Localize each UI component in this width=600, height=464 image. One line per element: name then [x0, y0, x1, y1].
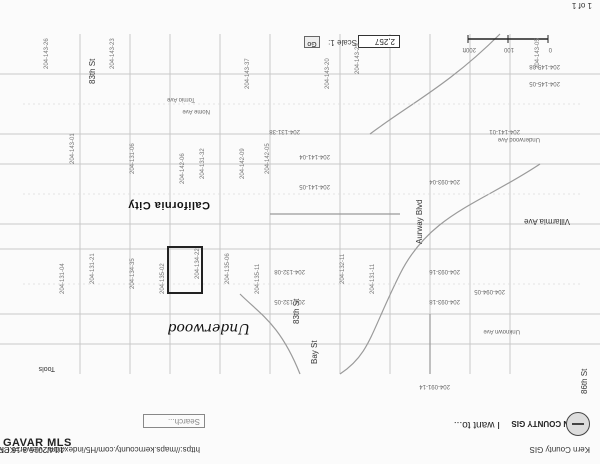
- parcel-label: 204-142-06: [180, 153, 186, 184]
- street-nome-ave: Nome Ave: [182, 108, 210, 114]
- parcel-label: 204-143-01: [70, 133, 76, 164]
- parcel-label: 204-131-38: [269, 128, 300, 134]
- street-unknown-ave: Unknown Ave: [483, 328, 520, 334]
- parcel-label: 204-135-11: [255, 263, 261, 294]
- parcel-label: 204-143-37: [245, 58, 251, 89]
- parcel-label: 204-143-23: [110, 38, 116, 69]
- parcel-label: 204-131-04: [60, 263, 66, 294]
- parcel-label: 204-141-01: [489, 128, 520, 134]
- parcel-label: 204-131-11: [370, 263, 376, 294]
- parcel-label: 204-135-02: [160, 263, 166, 294]
- subject-parcel: [167, 246, 203, 294]
- parcel-label: 204-132-08: [274, 268, 305, 274]
- street-tornio-ave: Tornio Ave: [167, 96, 195, 102]
- street-bay-st: Bay St: [310, 340, 319, 364]
- street-aurway-blvd: Aurway Blvd: [415, 199, 424, 244]
- parcel-label: 204-094-05: [474, 288, 505, 294]
- parcel-label: 204-131-06: [130, 143, 136, 174]
- parcel-label: 204-135-06: [225, 253, 231, 284]
- parcel-label: 204-141-04: [299, 153, 330, 159]
- scalebar-0: 0: [548, 46, 552, 52]
- parcel-label: 204-142-09: [240, 148, 246, 179]
- scalebar-100: 100: [503, 46, 514, 52]
- street-villarmia-ave: Villarmia Ave: [524, 217, 570, 226]
- parcel-label: 204-145-05: [529, 80, 560, 86]
- scalebar-200ft: 200ft: [462, 46, 476, 52]
- parcel-label: 204-143-29: [355, 43, 361, 74]
- parcel-label: 204-143-20: [325, 58, 331, 89]
- parcel-label: 204-141-05: [299, 183, 330, 189]
- parcel-label: 204-132-05: [274, 298, 305, 304]
- parcel-label: 204-093-18: [429, 298, 460, 304]
- parcel-label: 204-131-21: [90, 253, 96, 284]
- parcel-label: 204-142-05: [265, 143, 271, 174]
- street-83th-st-b: 83th St: [88, 58, 97, 84]
- parcel-label: 204-134-35: [130, 258, 136, 289]
- city-label: California City: [127, 199, 210, 211]
- parcel-label: 204-093-16: [429, 268, 460, 274]
- logo-mark: [572, 423, 584, 425]
- parcel-label: 204-143-26: [44, 38, 50, 69]
- street-underwood-ave: Underwood Ave: [497, 136, 540, 142]
- parcel-label: 204-132-11: [340, 253, 346, 284]
- mls-watermark: GAVAR MLS: [3, 437, 72, 449]
- parcel-label: 204-131-32: [200, 148, 206, 179]
- parcel-label: 204-091-14: [419, 383, 450, 389]
- parcel-label: 204-093-04: [429, 178, 460, 184]
- parcel-label: 204-145-08: [529, 63, 560, 69]
- county-logo-icon: [566, 412, 590, 436]
- street-86th-st: 86th St: [580, 368, 589, 394]
- handwritten-annotation: Underwood: [167, 320, 250, 336]
